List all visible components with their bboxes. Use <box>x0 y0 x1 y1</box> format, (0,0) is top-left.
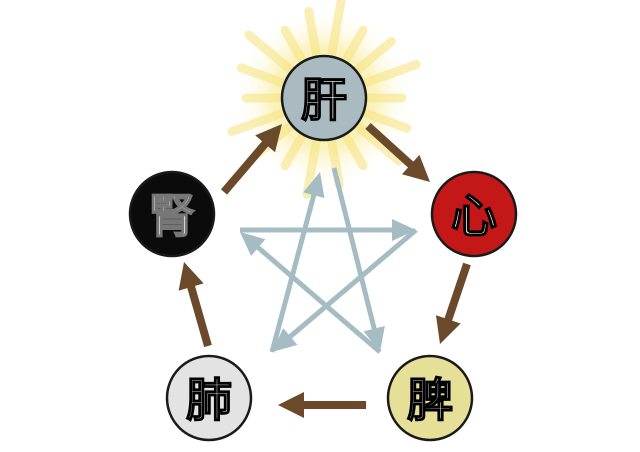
glow-ray <box>341 25 368 65</box>
spleen-label: 脾 <box>407 373 453 427</box>
arrow-lung-to-kidney <box>184 275 212 348</box>
arrowhead <box>363 326 385 352</box>
arrow-kidney-to-liver <box>220 133 275 195</box>
arrow-heart-to-spleen <box>441 262 471 331</box>
node-lung: 肺 <box>165 354 253 442</box>
glow-ray <box>360 59 421 88</box>
node-kidney: 腎 <box>128 170 216 258</box>
arrowhead <box>178 262 204 291</box>
glow-ray <box>304 6 321 60</box>
glow-ray <box>360 108 412 133</box>
glow-ray <box>280 131 307 171</box>
arrowhead <box>255 124 282 153</box>
glow-ray <box>353 121 404 166</box>
arrow-liver-to-spleen <box>331 167 379 339</box>
glow-ray <box>227 108 288 137</box>
arrowhead <box>272 328 298 352</box>
glow-ray <box>341 131 368 171</box>
arrowhead <box>240 232 266 256</box>
glow-ray <box>353 36 396 75</box>
arrowhead <box>401 154 430 182</box>
node-heart: 心 <box>430 170 518 258</box>
spleen-circle <box>386 354 474 442</box>
glow-ray <box>236 63 288 88</box>
arrow-lung-to-liver <box>269 185 319 353</box>
controlling-cycle-arrows <box>240 167 418 354</box>
arrowhead <box>278 392 304 418</box>
lung-label: 肺 <box>186 373 232 427</box>
generating-cycle-arrows <box>178 123 471 418</box>
heart-label: 心 <box>451 189 497 243</box>
arrowhead <box>435 315 461 344</box>
glow-ray <box>244 30 295 75</box>
kidney-label: 腎 <box>149 189 195 243</box>
node-liver: 肝 <box>280 54 368 142</box>
kidney-circle <box>128 170 216 258</box>
arrowhead <box>303 172 325 199</box>
glow-ray <box>327 0 346 60</box>
node-spleen: 脾 <box>386 354 474 442</box>
liver-circle <box>280 54 368 142</box>
lung-circle <box>165 354 253 442</box>
glow-ray <box>280 25 307 65</box>
liver-label: 肝 <box>301 73 347 127</box>
arrow-liver-to-heart <box>365 123 422 175</box>
arrowhead <box>392 219 416 241</box>
heart-circle <box>430 170 518 258</box>
glow-ray <box>302 136 321 200</box>
arrow-spleen-to-kidney <box>249 239 382 354</box>
arrow-heart-to-lung <box>281 228 418 345</box>
